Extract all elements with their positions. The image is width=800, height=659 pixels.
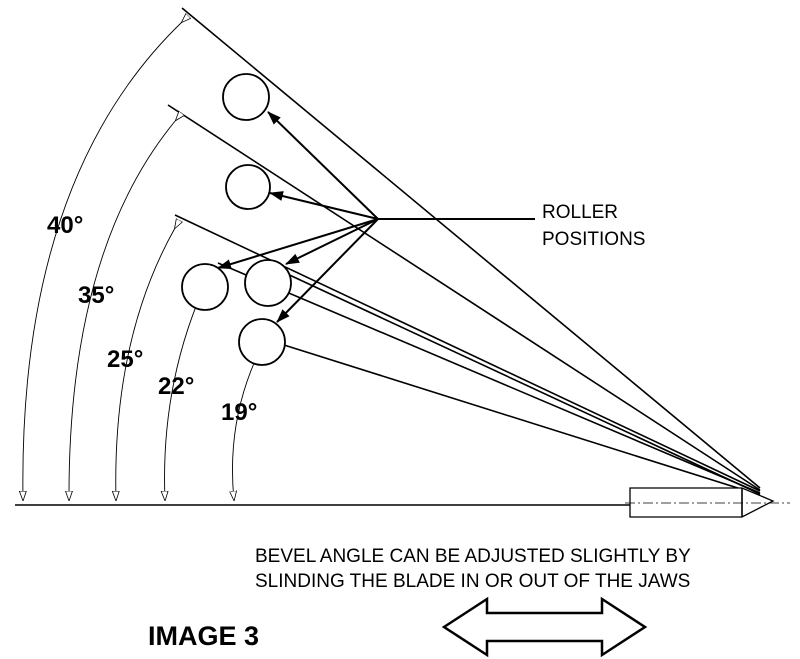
- callout-line-1: ROLLER: [542, 202, 618, 223]
- callout-pointers: [217, 111, 535, 323]
- arc-40: [23, 22, 182, 500]
- pointer-roller-40: [267, 111, 379, 220]
- roller-40: [222, 73, 270, 121]
- angle-label-35: 35°: [78, 282, 114, 309]
- callout-line-2: POSITIONS: [542, 229, 645, 250]
- ray-roller-b: [267, 264, 761, 495]
- pointer-roller-35: [269, 191, 379, 220]
- pointer-roller-19: [276, 218, 379, 323]
- angle-label-40: 40°: [47, 212, 83, 239]
- ray-40: [181, 7, 761, 489]
- angle-label-22: 22°: [158, 373, 194, 400]
- arc-19: [232, 350, 260, 500]
- note-line-2: SLINDING THE BLADE IN OR OUT OF THE JAWS: [255, 571, 690, 592]
- ray-35: [167, 104, 761, 491]
- image-title: IMAGE 3: [148, 621, 259, 651]
- blade: [625, 487, 790, 518]
- adjust-double-arrow: [441, 596, 648, 658]
- ray-roller-a: [217, 262, 761, 494]
- pointer-roller-25: [217, 218, 379, 269]
- roller-35: [225, 164, 271, 210]
- arc-35: [69, 120, 176, 500]
- angle-label-19: 19°: [221, 399, 257, 426]
- ray-19: [283, 344, 761, 496]
- note-line-1: BEVEL ANGLE CAN BE ADJUSTED SLIGHTLY BY: [255, 546, 691, 567]
- blade-body: [629, 487, 775, 518]
- roller-22: [244, 259, 292, 307]
- rollers: [181, 73, 292, 366]
- roller-19: [238, 318, 286, 366]
- angle-label-25: 25°: [107, 346, 143, 373]
- arc-25: [116, 228, 175, 500]
- roller-25: [181, 263, 229, 311]
- pointer-roller-22: [285, 218, 379, 265]
